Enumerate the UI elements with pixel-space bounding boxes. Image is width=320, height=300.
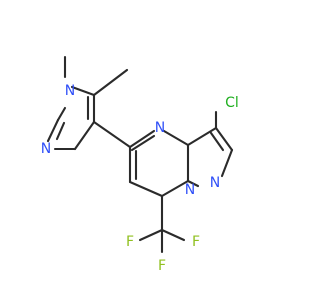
atom-label-fluorine-left: F bbox=[126, 234, 134, 250]
atom-label-chlorine: Cl bbox=[225, 95, 239, 111]
molecule-diagram: N N N N N Cl F F F bbox=[41, 55, 239, 274]
chemical-structure-canvas: N N N N N Cl F F F bbox=[40, 55, 239, 274]
bond-lines bbox=[46, 55, 234, 254]
atom-label-fluorine-right: F bbox=[192, 234, 200, 250]
atom-label-n-right-pyrazole: N bbox=[210, 175, 220, 191]
atom-label-n-bridge: N bbox=[185, 182, 195, 198]
atom-label-n-pyrimidine: N bbox=[155, 120, 165, 136]
atom-label-n-top-pyrazole: N bbox=[65, 83, 75, 99]
atom-label-fluorine-middle: F bbox=[158, 258, 166, 274]
atom-label-n-left-pyrazole: N bbox=[41, 141, 51, 157]
atom-labels: N N N N N Cl F F F bbox=[41, 83, 239, 274]
